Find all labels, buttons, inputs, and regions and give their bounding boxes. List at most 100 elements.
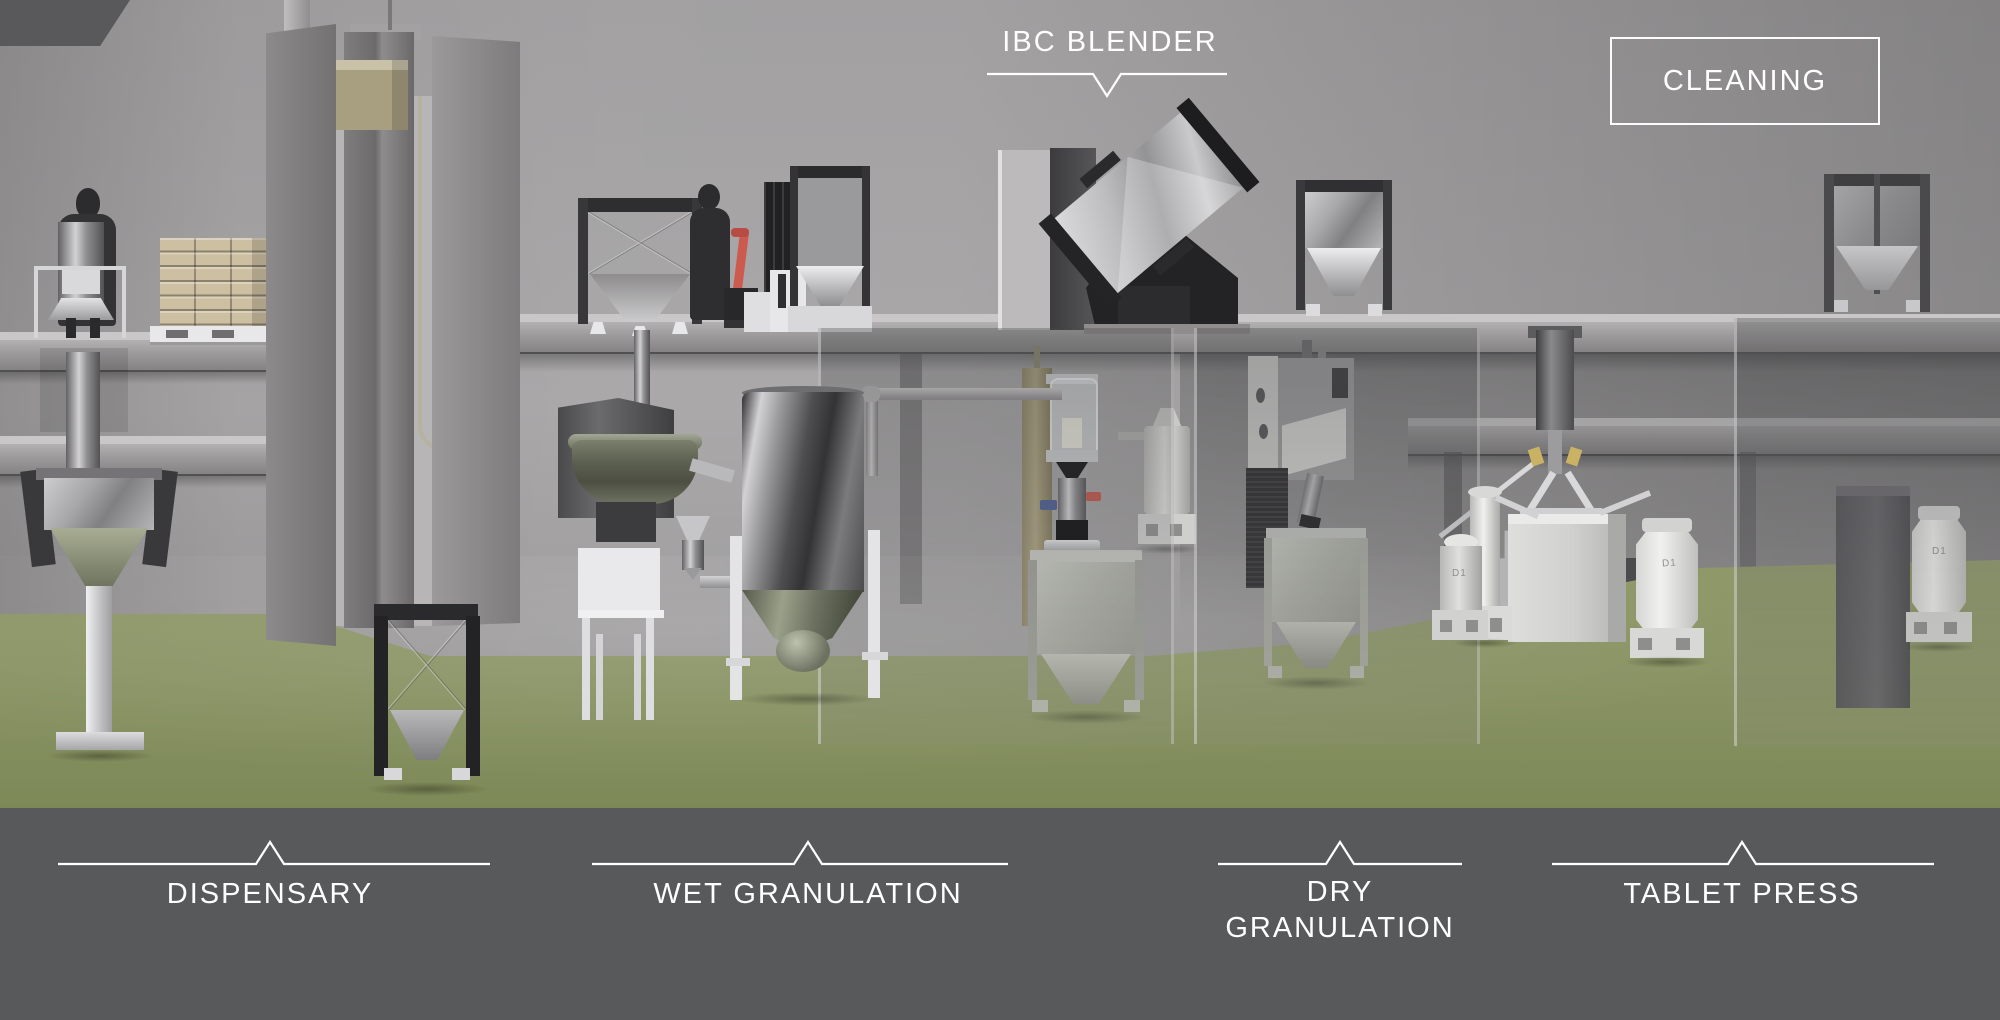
pipe-elbow — [862, 386, 880, 402]
hopper-body — [44, 478, 154, 530]
floor-shadow — [1026, 710, 1146, 724]
dispensary-hopper-station — [20, 348, 190, 768]
press-cabinet — [1508, 514, 1626, 642]
cleaning-station: D1 — [1830, 484, 1980, 714]
ibc-corner-post — [1296, 180, 1305, 310]
ibc-corner-post — [862, 166, 870, 318]
floor-shadow — [1262, 676, 1370, 690]
spool-piece — [1058, 478, 1086, 522]
base-slot — [1170, 524, 1182, 536]
flange — [1046, 450, 1098, 462]
left-shelf-upper-face — [0, 340, 310, 372]
base-slot — [1146, 524, 1158, 536]
sieve-station — [1016, 344, 1146, 724]
product-container-d1 — [1636, 530, 1698, 634]
callout-line-caret-up-icon — [58, 840, 490, 866]
product-container-d1 — [1912, 518, 1966, 616]
granulator-bowl — [572, 440, 698, 504]
machine-leg — [66, 318, 76, 338]
valve-handle-red — [1086, 492, 1101, 501]
tilted-ibc-assembly — [1038, 97, 1260, 309]
ibc-foot — [1906, 300, 1920, 312]
carton-pallet — [150, 238, 280, 348]
floor-shadow — [1624, 656, 1710, 668]
valve-handle-blue — [1040, 500, 1057, 510]
ibc-top-plate — [1266, 528, 1366, 538]
flange-large — [1044, 540, 1100, 552]
frame-rail — [34, 266, 126, 270]
support-rod — [1034, 346, 1040, 370]
backdrop-panel-edge — [998, 150, 1002, 330]
lift-carriage — [324, 60, 408, 130]
base-slot — [1676, 638, 1690, 650]
door-cutout — [1259, 424, 1268, 439]
callout-label: DISPENSARY — [166, 878, 374, 910]
ibc-corner-post — [1824, 174, 1834, 312]
callout-label: WET GRANULATION — [653, 878, 963, 910]
support-crossbar — [726, 658, 750, 666]
operator-head — [76, 188, 100, 218]
ibc-container-drygran-bottom — [1262, 524, 1370, 704]
base-slot — [1914, 622, 1927, 634]
ibc-container-drygran-top — [1296, 176, 1392, 322]
ibc-body — [798, 178, 862, 266]
ibc-lift — [260, 0, 524, 800]
chair-leg — [596, 634, 603, 720]
transfer-pipe-horizontal — [866, 388, 1062, 400]
base-slot — [1638, 638, 1652, 650]
top-tube — [1302, 340, 1312, 368]
callout-dispensary[interactable]: DISPENSARY — [56, 840, 492, 960]
door-cutout — [1256, 388, 1265, 403]
support-chair-back — [578, 548, 660, 612]
platform-slot — [778, 274, 786, 308]
lift-top-rod — [388, 0, 392, 30]
ibc-center-post — [1874, 174, 1880, 294]
callout-tablet-press[interactable]: TABLET PRESS — [1550, 840, 1936, 960]
callout-ibc-blender[interactable]: IBC BLENDER — [940, 24, 1280, 124]
ibc-top-plate — [1030, 550, 1142, 562]
wash-cabinet — [1836, 486, 1910, 708]
ibc-foot — [384, 768, 402, 780]
hopper-cone — [50, 528, 148, 586]
fluid-bed-dryer — [726, 380, 888, 710]
cleaning-button[interactable]: CLEANING — [1610, 37, 1880, 125]
ibc-blender-machine — [998, 94, 1308, 346]
floor-shadow — [1452, 638, 1518, 648]
base-slot — [1466, 620, 1478, 632]
pedestal-base — [56, 732, 144, 750]
tablet-press-machine: D1 — [1428, 326, 1713, 668]
lift-carriage-shade — [392, 60, 408, 130]
floor-shadow — [736, 692, 876, 706]
press-cabinet-side — [1608, 514, 1626, 642]
floor-shadow — [1902, 642, 1976, 652]
chair-leg — [634, 634, 641, 720]
callout-label: IBC BLENDER — [1002, 26, 1218, 58]
sleeve-black — [1056, 520, 1088, 542]
right-shelf-face — [1408, 426, 2000, 456]
callout-label: DRY GRANULATION — [1225, 876, 1455, 944]
container-cone — [1152, 408, 1182, 428]
ibc-corner-post — [466, 616, 480, 776]
ibc-container-cleaning-top — [1824, 172, 1930, 322]
ibc-foot — [1834, 300, 1848, 312]
ibc-foot — [1268, 666, 1282, 678]
vessel-dome — [776, 630, 830, 672]
pallet-notch — [212, 330, 234, 338]
high-shear-granulator — [550, 328, 870, 728]
ibc-leg — [1028, 560, 1037, 700]
chair-leg — [582, 618, 590, 720]
glass-wall-2 — [1194, 328, 1480, 744]
callout-dry-granulation[interactable]: DRY GRANULATION — [1216, 840, 1464, 980]
callout-wet-granulation[interactable]: WET GRANULATION — [590, 840, 1010, 960]
transfer-pipe-vertical — [866, 398, 878, 476]
ibc-top-frame — [374, 604, 478, 620]
dispensary-operator-station — [20, 185, 280, 350]
ibc-body — [1037, 562, 1135, 654]
connector — [1548, 430, 1562, 474]
dispensing-cone — [48, 298, 114, 320]
ibc-foot — [672, 322, 688, 334]
pallet-notch — [166, 330, 188, 338]
platform-step-low — [744, 292, 772, 332]
ibc-leg — [1264, 538, 1272, 666]
operator-head — [698, 184, 720, 210]
